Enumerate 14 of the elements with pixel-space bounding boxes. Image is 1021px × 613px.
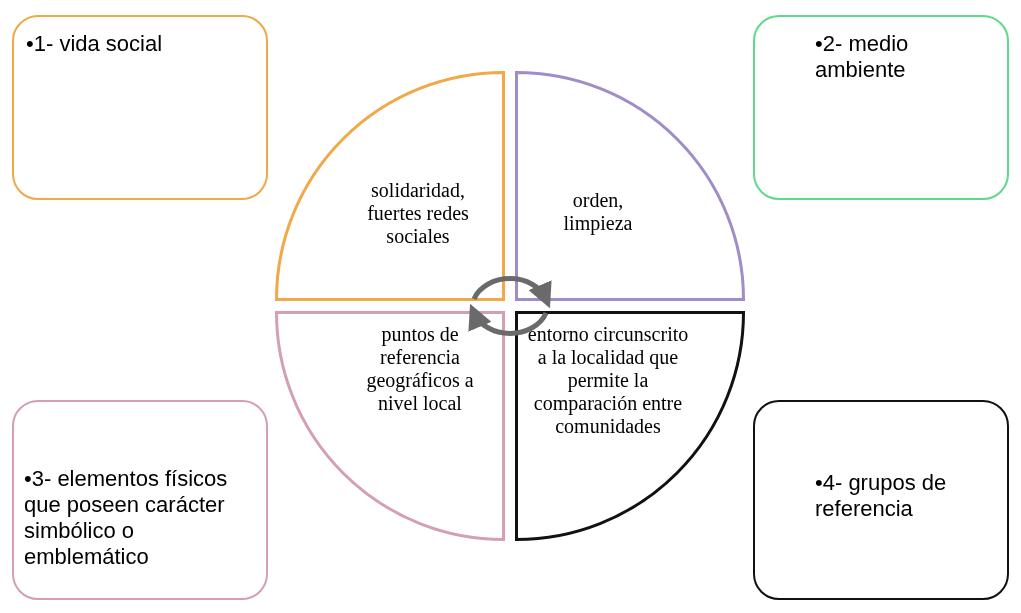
quadrant-text: solidaridad, fuertes redes sociales [366,179,470,248]
rounded-box [753,400,1009,600]
cycle-arrow [469,304,549,336]
quadrant-text: puntos de referencia geográficos a nivel local [365,323,475,415]
quadrant-text: orden, limpieza [562,189,634,235]
rounded-box [12,15,268,200]
category-text: •4- grupos de referencia [815,470,948,522]
category-text: •2- medio ambiente [815,31,910,83]
cycle-arrow [471,276,551,308]
category-text: •1- vida social [26,31,164,57]
quadrant-text: entorno circunscrito a la localidad que permite la comparación entre comunidades [526,323,690,438]
rounded-box [753,15,1009,200]
rounded-box [12,400,268,600]
category-text: •3- elementos físicos que poseen carácter simbólico o emblemático [24,466,229,570]
